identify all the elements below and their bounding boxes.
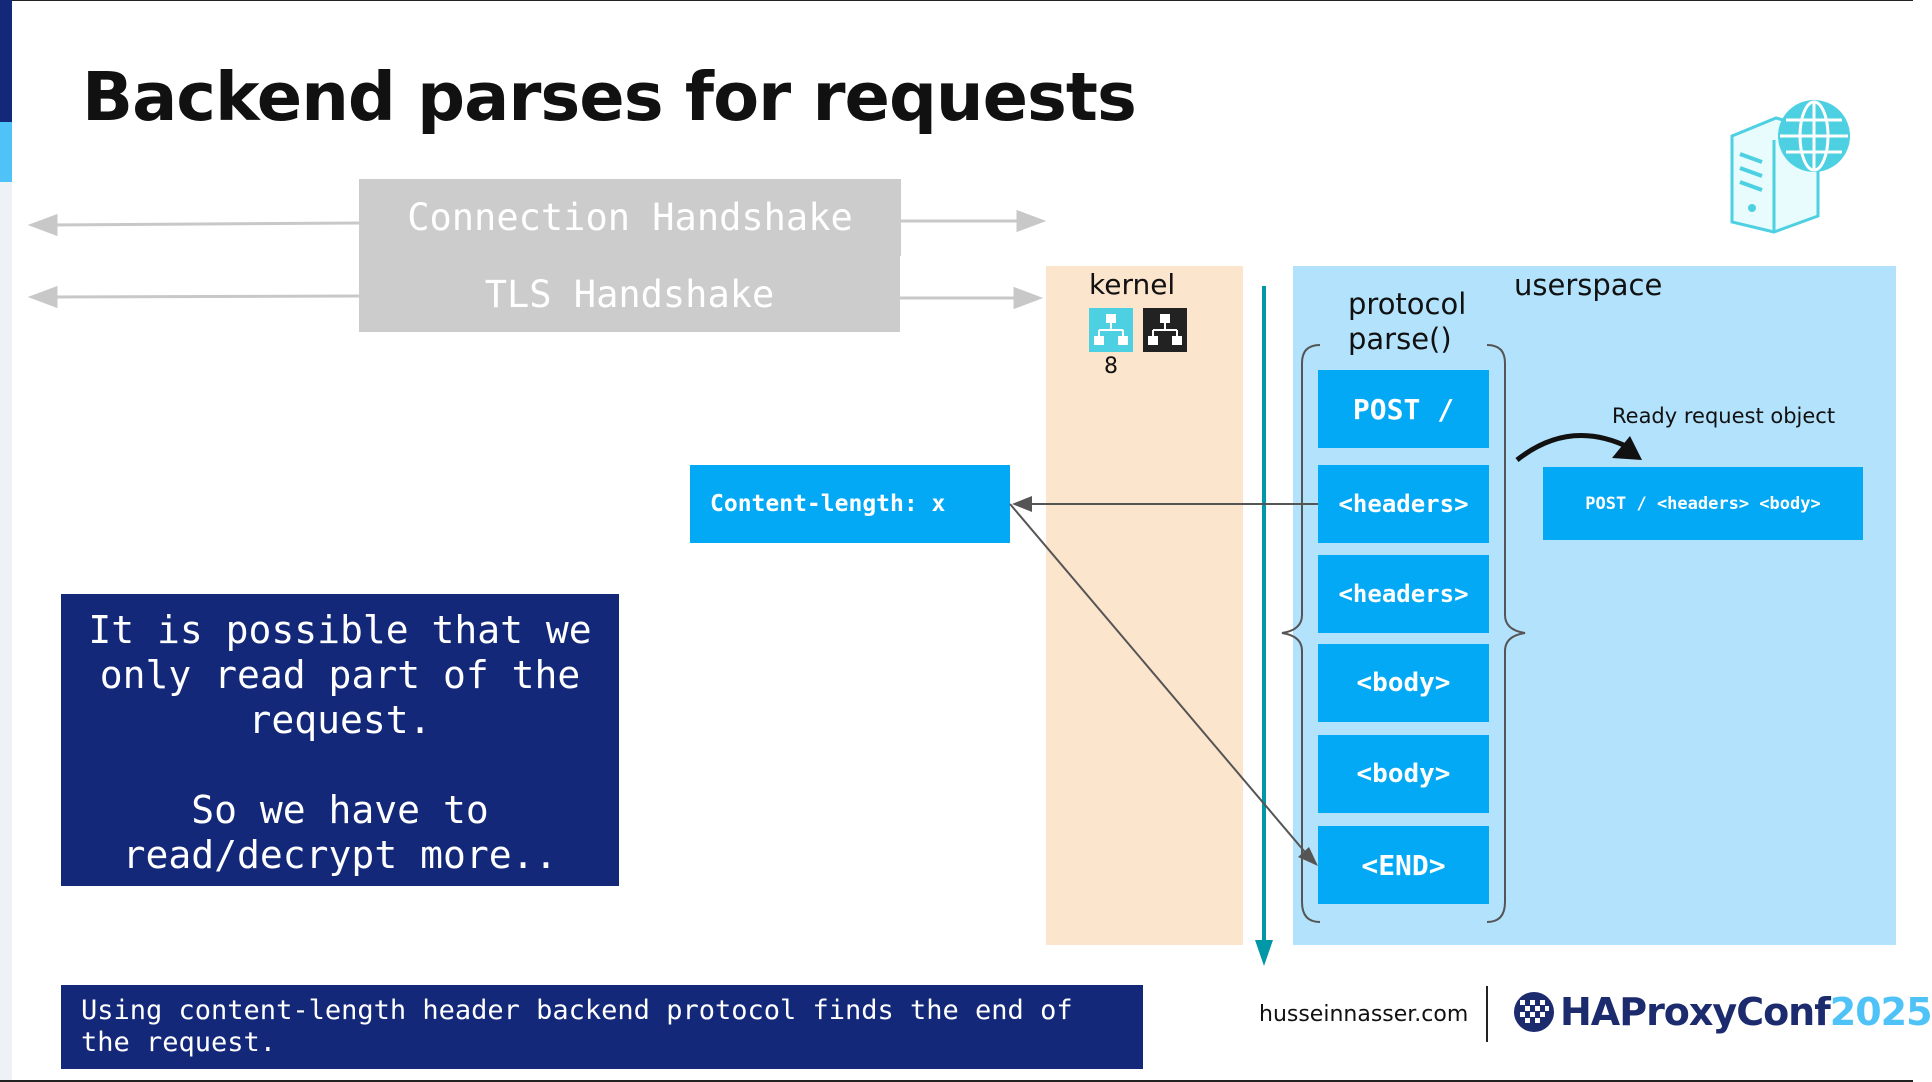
protocol-parse-label: protocol parse() bbox=[1348, 287, 1466, 357]
frame-top-border bbox=[0, 0, 1913, 1]
segment-label: <body> bbox=[1356, 668, 1451, 698]
handshake-arrows bbox=[27, 209, 1047, 310]
segment-body-2: <body> bbox=[1318, 735, 1489, 813]
network-icon-teal bbox=[1089, 308, 1133, 352]
partial-read-note: It is possible that we only read part of… bbox=[61, 594, 619, 886]
brand-name: HAProxyConf bbox=[1560, 990, 1831, 1034]
caption-box: Using content-length header backend prot… bbox=[61, 985, 1143, 1069]
left-accent-dark bbox=[0, 0, 12, 122]
note-line: request. bbox=[248, 698, 432, 742]
server-globe-icon bbox=[1730, 100, 1850, 234]
protocol-label-line2: parse() bbox=[1348, 322, 1452, 356]
note-line: read/decrypt more.. bbox=[122, 833, 558, 877]
kernel-region bbox=[1046, 266, 1243, 945]
tls-handshake-box: TLS Handshake bbox=[359, 256, 900, 332]
segment-label: <headers> bbox=[1338, 580, 1469, 608]
curved-arrowhead bbox=[1612, 436, 1642, 460]
note-line: It is possible that we bbox=[88, 608, 592, 652]
right-brace bbox=[1486, 344, 1526, 923]
segment-post: POST / bbox=[1318, 370, 1489, 448]
left-accent-strip bbox=[0, 0, 12, 1082]
segment-label: <body> bbox=[1356, 759, 1451, 789]
kernel-count: 8 bbox=[1104, 354, 1118, 379]
segment-label: POST / bbox=[1352, 392, 1455, 426]
content-length-box: Content-length: x bbox=[690, 465, 1010, 543]
tls-handshake-label: TLS Handshake bbox=[484, 272, 775, 316]
segment-label: <END> bbox=[1361, 848, 1446, 882]
ready-request-label: Ready request object bbox=[1612, 404, 1836, 428]
left-brace bbox=[1281, 344, 1321, 923]
connection-handshake-box: Connection Handshake bbox=[359, 179, 901, 256]
protocol-label-line1: protocol bbox=[1348, 287, 1467, 321]
frame-bottom-border bbox=[0, 1080, 1913, 1082]
segment-headers-2: <headers> bbox=[1318, 555, 1489, 633]
brand-year: 2025 bbox=[1829, 990, 1932, 1034]
note-line: So we have to bbox=[191, 788, 489, 832]
diagram-connectors bbox=[1009, 286, 1642, 966]
segment-label: <headers> bbox=[1338, 490, 1469, 518]
network-icon-dark bbox=[1143, 308, 1187, 352]
timeline-arrowhead bbox=[1255, 940, 1273, 966]
segment-headers-1: <headers> bbox=[1318, 465, 1489, 543]
slide-title: Backend parses for requests bbox=[82, 58, 1137, 136]
ready-request-object-text: POST / <headers> <body> bbox=[1585, 493, 1821, 514]
length-to-end-arrowhead bbox=[1298, 847, 1318, 866]
ready-request-object-box: POST / <headers> <body> bbox=[1543, 467, 1863, 540]
segment-end: <END> bbox=[1318, 826, 1489, 904]
content-length-label: Content-length: x bbox=[710, 491, 946, 517]
userspace-label: userspace bbox=[1514, 268, 1663, 302]
haproxyconf-brand: HAProxyConf2025 bbox=[1560, 990, 1932, 1034]
footer-url: husseinnasser.com bbox=[1259, 1002, 1469, 1027]
left-accent-light bbox=[0, 122, 12, 182]
note-line: only read part of the bbox=[99, 653, 581, 697]
length-to-end-arrow bbox=[1009, 503, 1311, 859]
connection-handshake-label: Connection Handshake bbox=[407, 196, 853, 239]
curved-arrow-icon bbox=[1515, 433, 1632, 462]
note-spacer bbox=[61, 743, 619, 788]
haproxy-logo-icon bbox=[1514, 992, 1554, 1032]
caption-text: Using content-length header backend prot… bbox=[81, 995, 1073, 1058]
segment-body-1: <body> bbox=[1318, 644, 1489, 722]
footer-separator bbox=[1486, 986, 1488, 1042]
kernel-label: kernel bbox=[1089, 268, 1176, 301]
headers-to-length-arrowhead bbox=[1012, 496, 1032, 512]
